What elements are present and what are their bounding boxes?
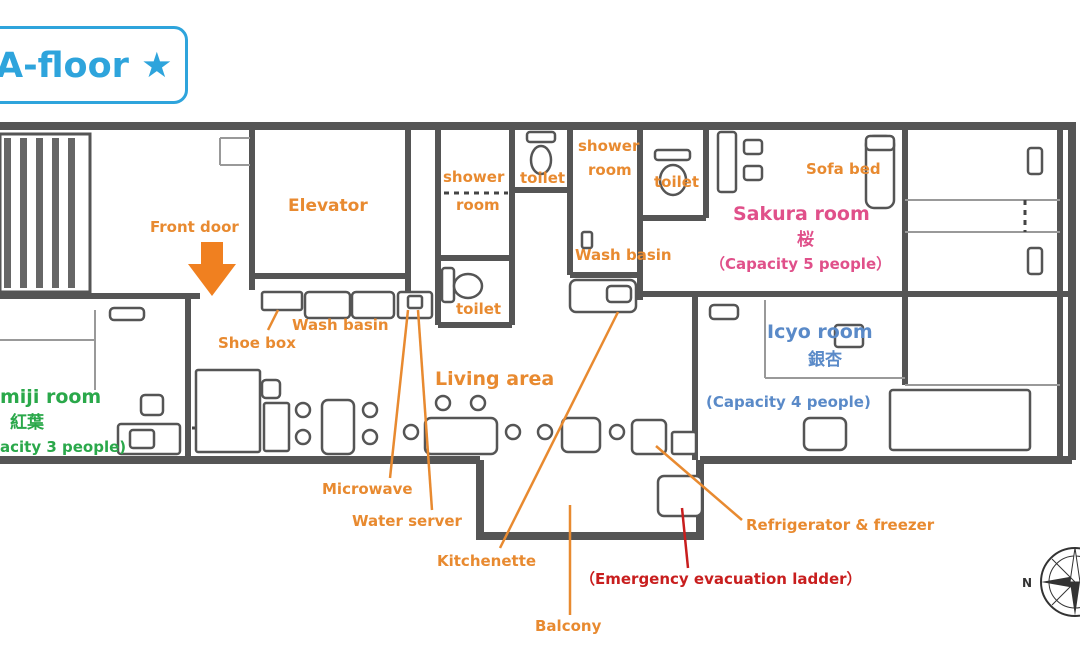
compass-icon: N [1022,547,1080,617]
label-shower-room-1b: room [456,196,500,214]
inner-walls [0,126,1072,460]
sakura-room-name: Sakura room [733,203,870,225]
label-sofa-bed: Sofa bed [806,160,881,178]
ladder-leader [680,507,690,569]
label-shower-room-2b: room [588,161,632,179]
momiji-room-name: miji room [0,386,102,408]
leader-lines [266,309,743,615]
icyo-room-name: Icyo room [767,321,873,343]
icyo-room-capacity: (Capacity 4 people) [706,393,871,411]
label-balcony: Balcony [535,617,602,635]
label-shoe-box: Shoe box [218,334,296,352]
sakura-room-capacity: （Capacity 5 people） [710,255,892,273]
label-toilet-1: toilet [520,169,566,187]
icyo-room-kanji: 銀杏 [808,350,842,370]
label-microwave: Microwave [322,480,413,498]
label-evacuation-ladder: （Emergency evacuation ladder） [580,570,862,588]
label-toilet-3: toilet [456,300,502,318]
stair-frame [0,132,92,294]
fixtures [108,130,1044,518]
label-wash-basin-lower: Wash basin [292,316,389,334]
label-living-area: Living area [435,368,555,390]
momiji-room-kanji: 紅葉 [10,413,44,433]
front-door-arrow [188,242,236,296]
stairs [4,138,75,288]
sakura-room-kanji: 桜 [797,230,814,250]
momiji-room-capacity: acity 3 people) [0,438,127,456]
label-wash-basin-upper: Wash basin [575,246,672,264]
label-water-server: Water server [352,512,462,530]
label-elevator: Elevator [288,196,368,216]
floor-badge [0,26,188,104]
label-toilet-2: toilet [654,173,700,191]
label-shower-room-1a: shower [443,168,505,186]
label-shower-room-2a: shower [578,137,640,155]
compass-n-label: N [1022,576,1032,590]
label-front-door: Front door [150,218,239,236]
floor-title: A-floor ★ [0,46,173,86]
label-refrigerator: Refrigerator & freezer [746,516,935,534]
chairs [294,394,626,446]
partitions [0,137,1060,390]
label-kitchenette: Kitchenette [437,552,537,570]
